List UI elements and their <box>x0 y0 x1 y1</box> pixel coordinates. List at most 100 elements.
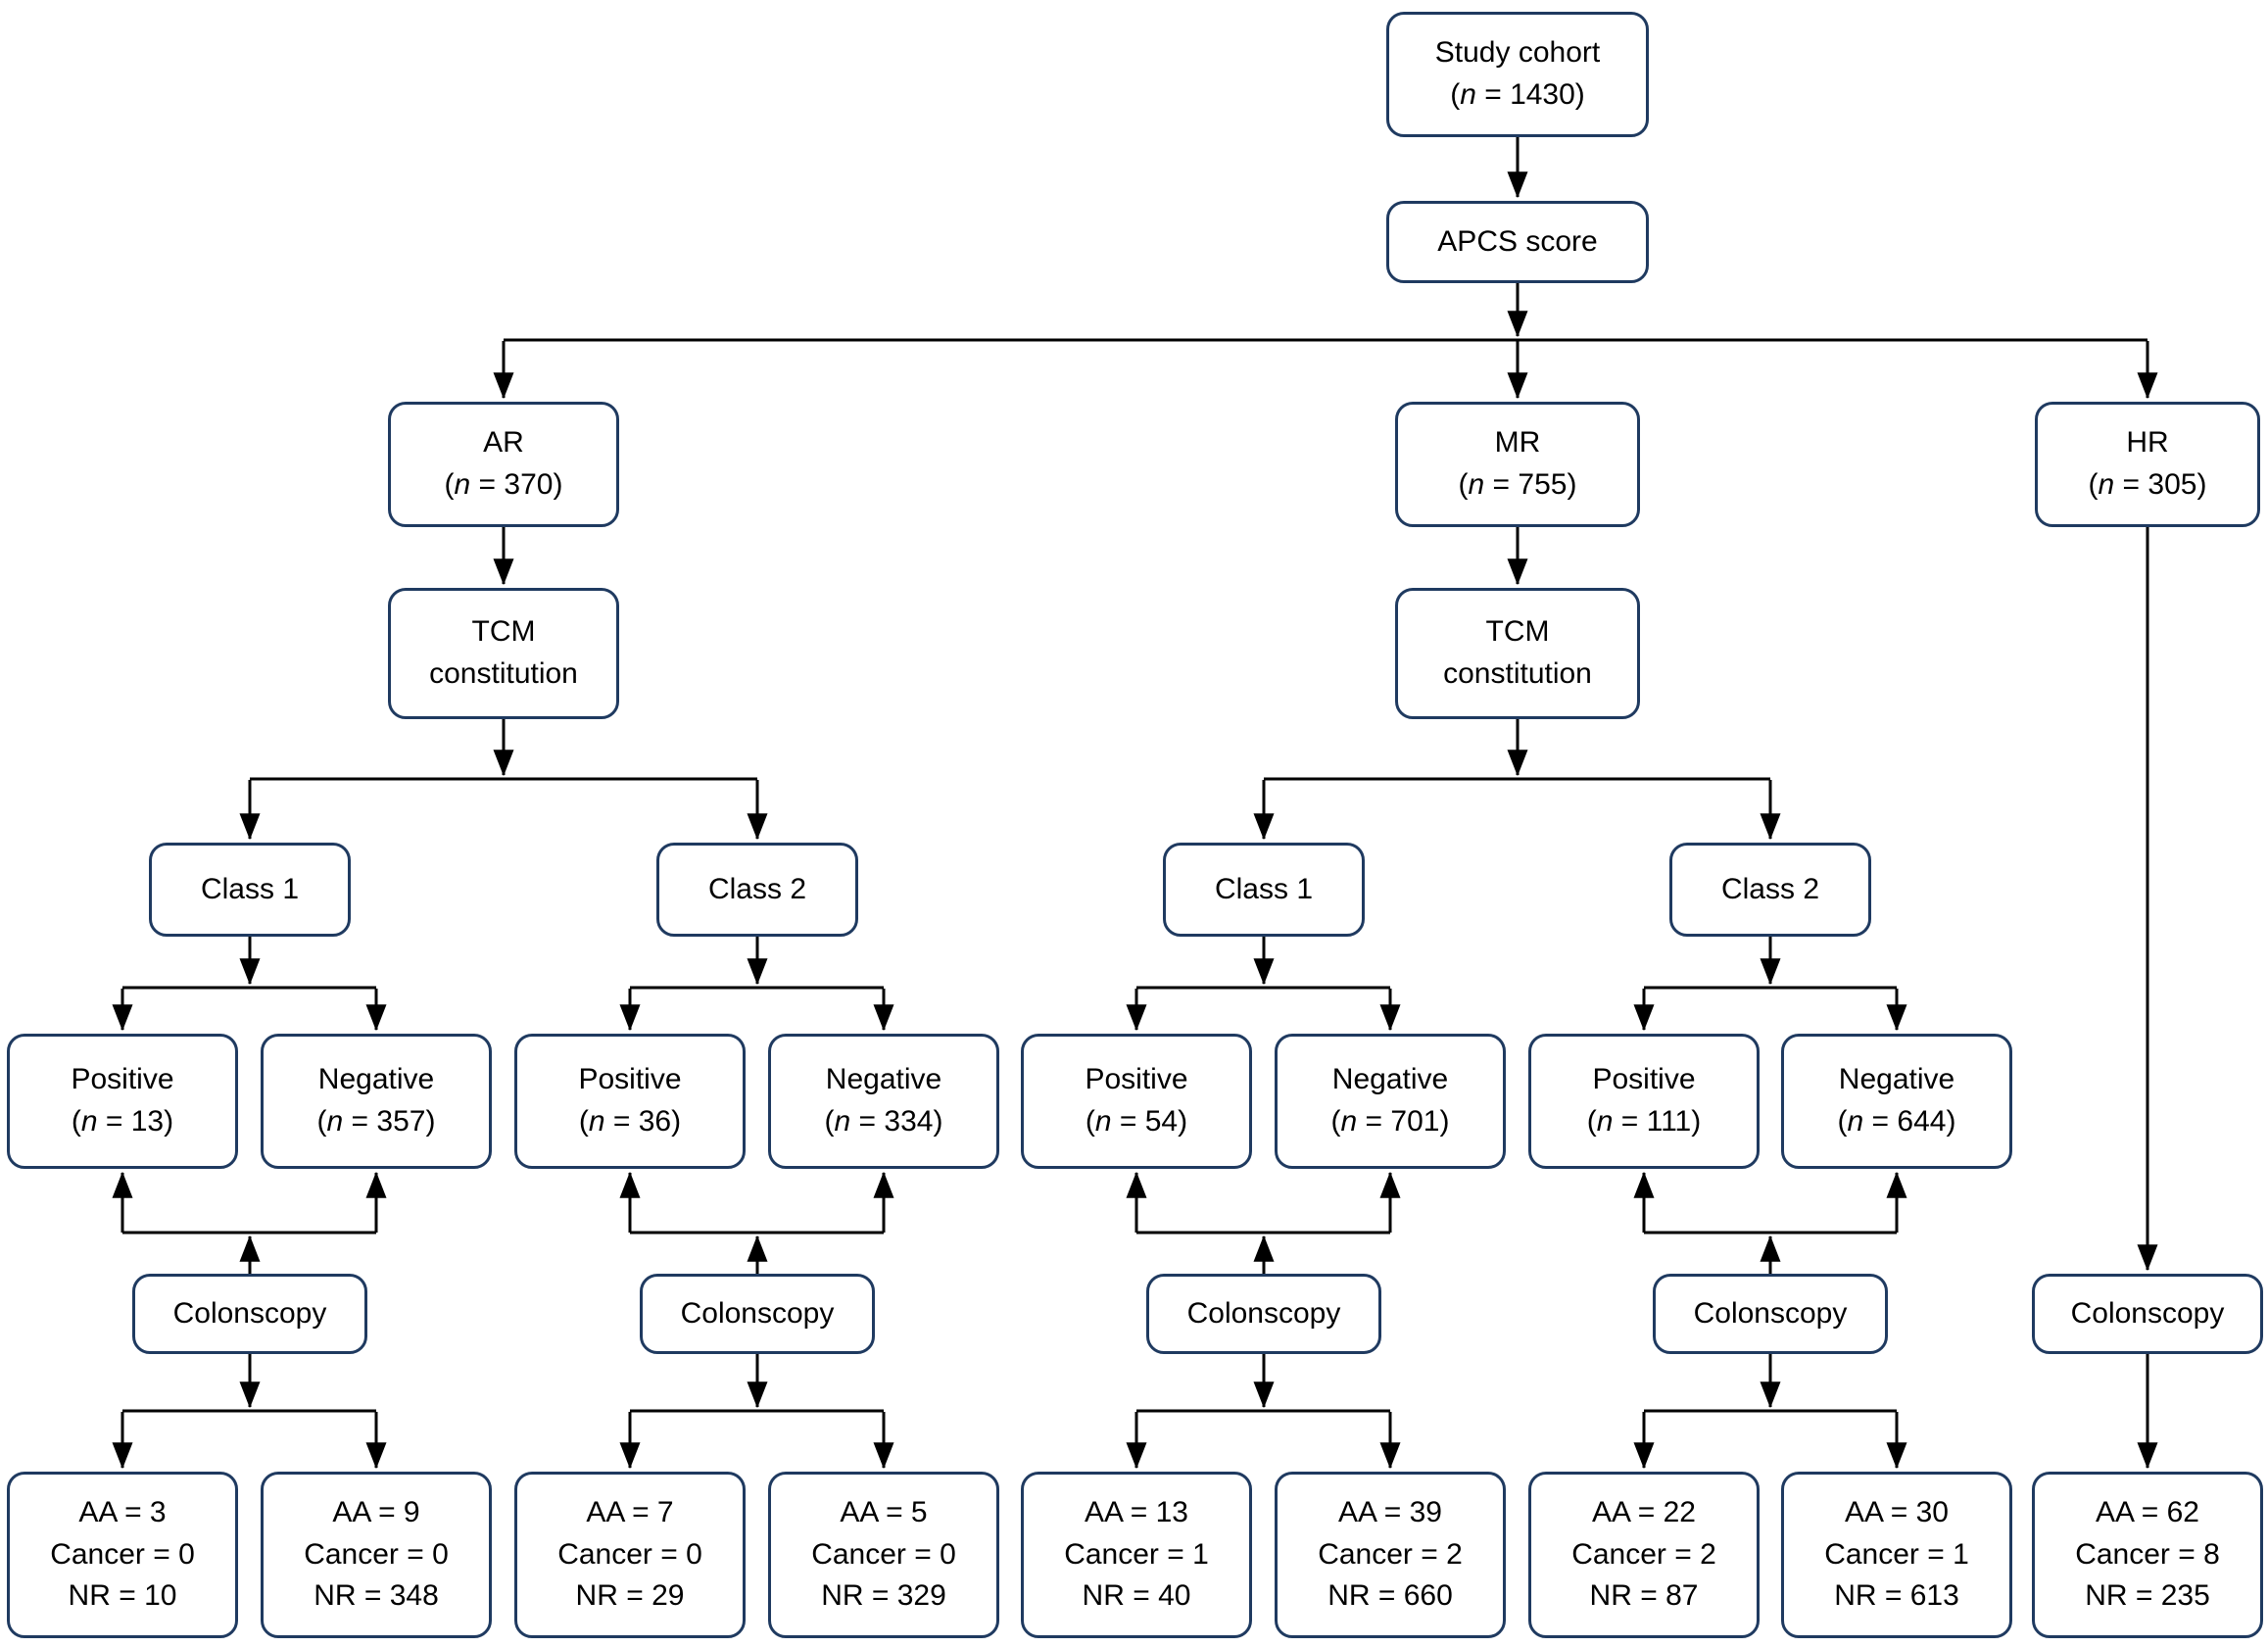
ar-class2-negative-node: Negative (n = 334) <box>768 1034 999 1169</box>
outcome-nr-line: NR = 235 <box>2085 1579 2210 1613</box>
mr-node: MR (n = 755) <box>1395 402 1640 527</box>
mr-class2-node: Class 2 <box>1669 843 1871 937</box>
node-n-line: (n = 305) <box>2088 468 2207 501</box>
apcs-score-node: APCS score <box>1386 201 1649 283</box>
ar-class2-node: Class 2 <box>656 843 858 937</box>
node-n-line: (n = 36) <box>578 1105 682 1138</box>
node-n-line: (n = 370) <box>444 468 563 501</box>
node-label: Negative <box>1331 1063 1449 1096</box>
node-label: Class 2 <box>707 872 807 905</box>
node-label: Positive <box>71 1063 174 1096</box>
ar-class1-negative-node: Negative (n = 357) <box>261 1034 492 1169</box>
outcome-aa-line: AA = 22 <box>1592 1496 1696 1529</box>
ar-class2-positive-outcome-node: AA = 7 Cancer = 0 NR = 29 <box>514 1472 746 1638</box>
outcome-nr-line: NR = 10 <box>68 1579 177 1613</box>
ar-class1-node: Class 1 <box>149 843 351 937</box>
node-n-line: (n = 644) <box>1837 1105 1956 1138</box>
node-label: Colonscopy <box>1693 1296 1848 1330</box>
node-label: Negative <box>825 1063 942 1096</box>
tcm-line: constitution <box>1443 657 1592 690</box>
outcome-cancer-line: Cancer = 0 <box>304 1537 449 1571</box>
ar-class2-negative-outcome-node: AA = 5 Cancer = 0 NR = 329 <box>768 1472 999 1638</box>
outcome-cancer-line: Cancer = 0 <box>50 1537 195 1571</box>
outcome-aa-line: AA = 39 <box>1338 1496 1442 1529</box>
node-n-line: (n = 1430) <box>1450 78 1585 111</box>
outcome-cancer-line: Cancer = 2 <box>1318 1537 1463 1571</box>
mr-class1-node: Class 1 <box>1163 843 1365 937</box>
n-symbol: n <box>1468 468 1485 501</box>
tcm-line: TCM <box>1485 615 1550 649</box>
n-symbol: n <box>2098 468 2115 501</box>
connector-plain-lines <box>122 338 2147 1413</box>
node-label: Study cohort <box>1434 36 1601 70</box>
n-symbol: n <box>834 1105 851 1138</box>
n-symbol: n <box>1340 1105 1358 1138</box>
n-symbol: n <box>326 1105 344 1138</box>
mr-class2-positive-outcome-node: AA = 22 Cancer = 2 NR = 87 <box>1528 1472 1760 1638</box>
n-symbol: n <box>1094 1105 1112 1138</box>
mr-class2-positive-node: Positive (n = 111) <box>1528 1034 1760 1169</box>
node-label: Colonscopy <box>172 1296 327 1330</box>
node-label: APCS score <box>1437 224 1598 258</box>
outcome-nr-line: NR = 29 <box>575 1579 685 1613</box>
node-label: Negative <box>1838 1063 1955 1096</box>
outcome-aa-line: AA = 9 <box>332 1496 420 1529</box>
node-label: Positive <box>578 1063 682 1096</box>
outcome-cancer-line: Cancer = 0 <box>557 1537 702 1571</box>
outcome-nr-line: NR = 87 <box>1589 1579 1699 1613</box>
outcome-cancer-line: Cancer = 2 <box>1571 1537 1716 1571</box>
hr-colonscopy-node: Colonscopy <box>2032 1274 2263 1354</box>
ar-class1-positive-outcome-node: AA = 3 Cancer = 0 NR = 10 <box>7 1472 238 1638</box>
node-label: Positive <box>1085 1063 1188 1096</box>
ar-node: AR (n = 370) <box>388 402 619 527</box>
mr-class2-negative-node: Negative (n = 644) <box>1781 1034 2012 1169</box>
outcome-aa-line: AA = 3 <box>78 1496 167 1529</box>
study-cohort-node: Study cohort (n = 1430) <box>1386 12 1649 137</box>
outcome-nr-line: NR = 613 <box>1834 1579 1959 1613</box>
hr-outcome-node: AA = 62 Cancer = 8 NR = 235 <box>2032 1472 2263 1638</box>
node-n-line: (n = 111) <box>1586 1105 1702 1138</box>
outcome-aa-line: AA = 7 <box>586 1496 674 1529</box>
mr-class2-colonscopy-node: Colonscopy <box>1653 1274 1888 1354</box>
node-label: Negative <box>317 1063 435 1096</box>
tcm-line: constitution <box>429 657 578 690</box>
hr-node: HR (n = 305) <box>2035 402 2260 527</box>
outcome-cancer-line: Cancer = 1 <box>1824 1537 1969 1571</box>
node-label: MR <box>1494 426 1541 460</box>
outcome-cancer-line: Cancer = 8 <box>2075 1537 2220 1571</box>
node-label: HR <box>2126 426 2169 460</box>
node-label: Colonscopy <box>2070 1296 2225 1330</box>
mr-class2-negative-outcome-node: AA = 30 Cancer = 1 NR = 613 <box>1781 1472 2012 1638</box>
outcome-aa-line: AA = 62 <box>2096 1496 2199 1529</box>
node-n-line: (n = 54) <box>1085 1105 1188 1138</box>
mr-class1-positive-node: Positive (n = 54) <box>1021 1034 1252 1169</box>
n-symbol: n <box>1847 1105 1864 1138</box>
outcome-nr-line: NR = 660 <box>1327 1579 1453 1613</box>
n-symbol: n <box>80 1105 98 1138</box>
outcome-aa-line: AA = 13 <box>1085 1496 1188 1529</box>
mr-class1-positive-outcome-node: AA = 13 Cancer = 1 NR = 40 <box>1021 1472 1252 1638</box>
node-label: Class 1 <box>1214 872 1314 905</box>
node-n-line: (n = 701) <box>1330 1105 1450 1138</box>
ar-class1-positive-node: Positive (n = 13) <box>7 1034 238 1169</box>
tcm-ar-node: TCM constitution <box>388 588 619 719</box>
node-n-line: (n = 357) <box>316 1105 436 1138</box>
outcome-aa-line: AA = 30 <box>1845 1496 1949 1529</box>
node-n-line: (n = 334) <box>824 1105 943 1138</box>
outcome-cancer-line: Cancer = 1 <box>1064 1537 1209 1571</box>
ar-class1-colonscopy-node: Colonscopy <box>132 1274 367 1354</box>
node-label: Colonscopy <box>680 1296 835 1330</box>
outcome-nr-line: NR = 40 <box>1082 1579 1191 1613</box>
node-label: Class 2 <box>1720 872 1820 905</box>
node-label: Class 1 <box>200 872 300 905</box>
node-label: AR <box>483 426 524 460</box>
outcome-nr-line: NR = 329 <box>821 1579 946 1613</box>
n-symbol: n <box>1460 78 1476 111</box>
ar-class1-negative-outcome-node: AA = 9 Cancer = 0 NR = 348 <box>261 1472 492 1638</box>
ar-class2-positive-node: Positive (n = 36) <box>514 1034 746 1169</box>
n-symbol: n <box>454 468 471 501</box>
n-symbol: n <box>1596 1105 1614 1138</box>
outcome-cancer-line: Cancer = 0 <box>811 1537 956 1571</box>
